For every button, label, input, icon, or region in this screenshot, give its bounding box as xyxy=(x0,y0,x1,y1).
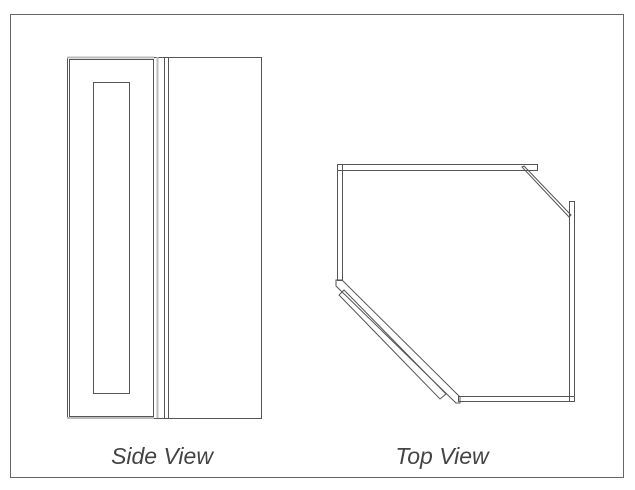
top-view xyxy=(335,164,575,404)
left-stile xyxy=(337,164,343,281)
side-view-label: Side View xyxy=(111,443,213,469)
door-frame xyxy=(69,59,154,417)
top-rail xyxy=(337,164,538,171)
right-stile xyxy=(569,201,575,402)
side-view xyxy=(67,56,262,419)
drawing-border xyxy=(10,14,624,478)
door-panel xyxy=(93,82,130,394)
diagonal-door xyxy=(338,289,447,400)
small-diagonal-panel xyxy=(521,165,572,218)
top-view-label: Top View xyxy=(395,443,489,469)
diagonal-face-frame xyxy=(335,279,461,404)
bottom-rail xyxy=(458,396,575,402)
